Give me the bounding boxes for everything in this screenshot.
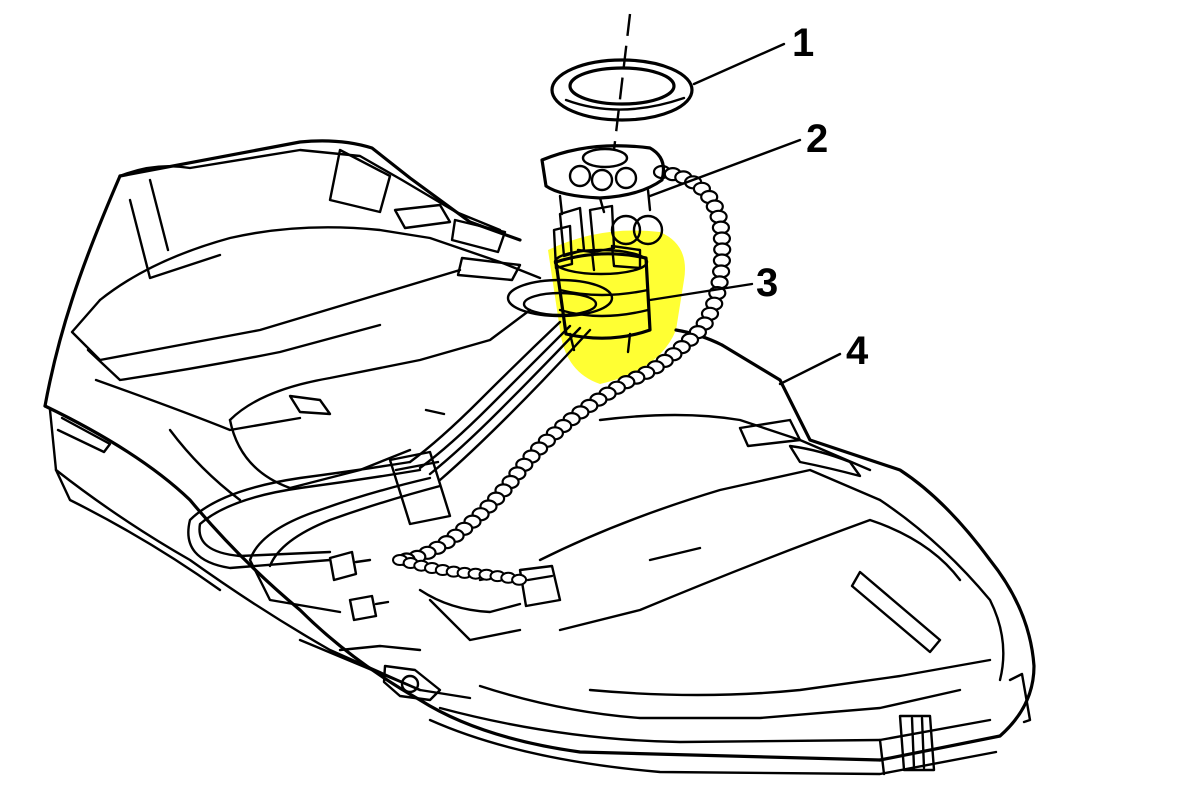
leader-line-4 <box>778 352 842 386</box>
leader-lines <box>648 42 842 386</box>
fuel-sender-cap-icon <box>540 144 666 216</box>
fuel-pump-module-highlight <box>548 230 685 384</box>
callout-2: 2 <box>806 117 828 161</box>
fuel-lines <box>187 320 592 642</box>
callout-1: 1 <box>792 21 814 65</box>
conduit-segment <box>511 573 528 586</box>
leader-line-3 <box>648 282 754 302</box>
callout-4: 4 <box>846 329 869 373</box>
fuel-tank-icon <box>43 139 1036 776</box>
corrugated-conduit <box>392 164 732 586</box>
assembly-axis-line <box>612 13 632 151</box>
sealing-ring-icon <box>550 58 694 122</box>
callout-labels: 1 2 3 4 <box>756 21 869 373</box>
fuel-pump-module-icon <box>552 204 664 354</box>
leader-line-1 <box>692 42 786 86</box>
callout-3: 3 <box>756 261 778 305</box>
leader-line-2 <box>648 138 802 198</box>
